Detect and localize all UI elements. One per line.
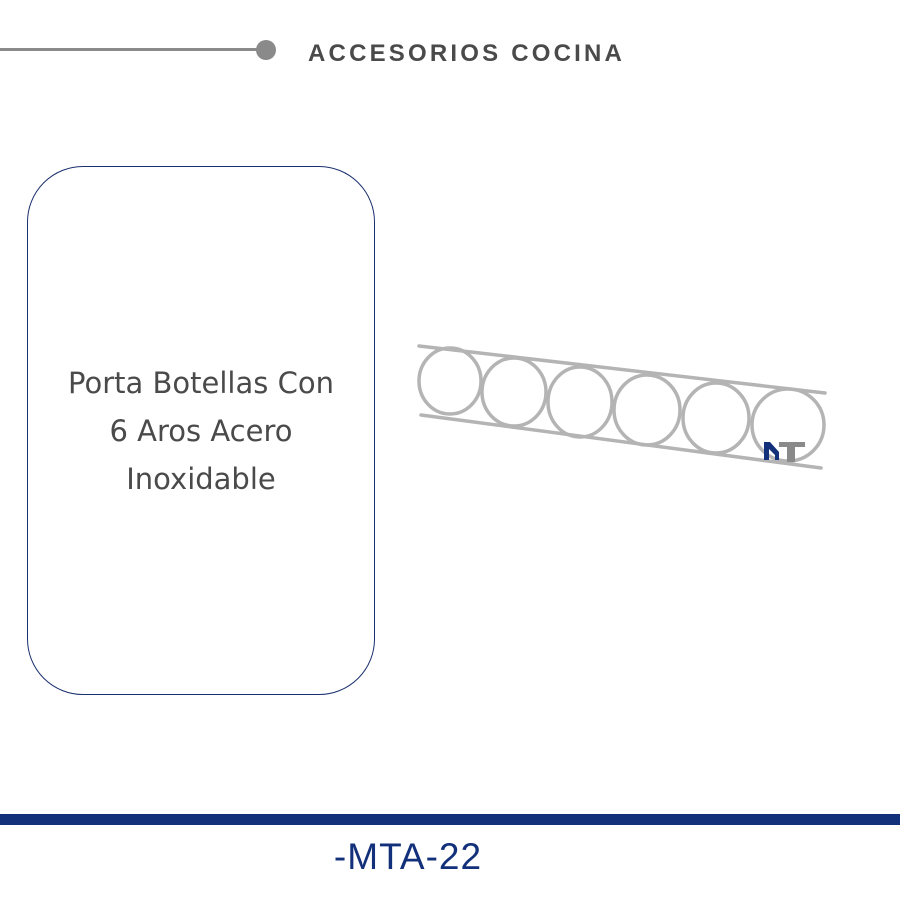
description-line: Porta Botellas Con	[68, 365, 334, 400]
description-line: Inoxidable	[126, 461, 276, 496]
description-line: 6 Aros Acero	[109, 413, 293, 448]
product-description: Porta Botellas Con 6 Aros Acero Inoxidab…	[41, 359, 361, 503]
header-dot	[256, 40, 276, 60]
header-line	[0, 48, 262, 51]
brand-logo	[764, 442, 805, 462]
product-code: -MTA-22	[333, 836, 483, 877]
product-description-card: Porta Botellas Con 6 Aros Acero Inoxidab…	[27, 166, 375, 695]
product-image	[417, 344, 827, 470]
footer-bar	[0, 814, 900, 825]
section-title: ACCESORIOS COCINA	[308, 40, 626, 67]
